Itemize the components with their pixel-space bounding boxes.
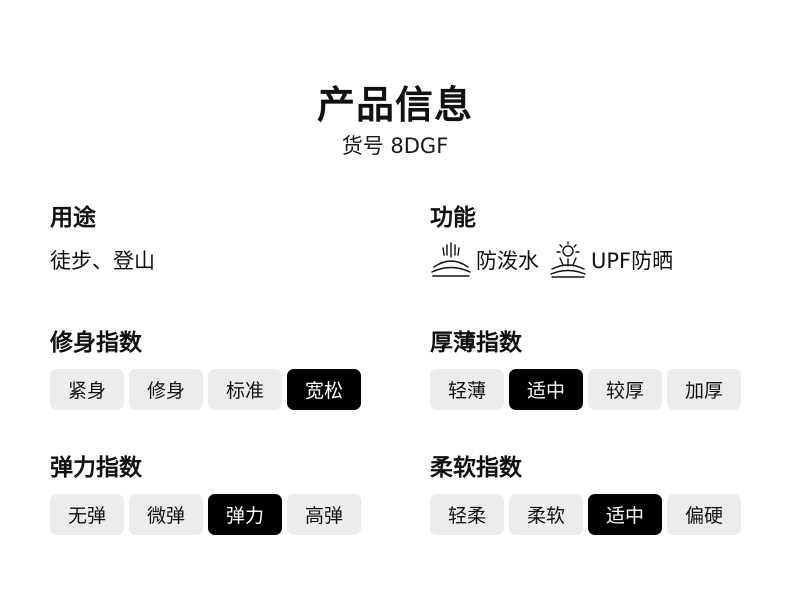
thickness-label: 厚薄指数 <box>430 330 522 356</box>
elasticity-options: 无弹 微弹 弹力 高弹 <box>50 494 366 535</box>
water-repellent-icon <box>431 242 471 277</box>
fit-option[interactable]: 标准 <box>208 369 282 410</box>
thickness-option[interactable]: 较厚 <box>588 369 662 410</box>
thickness-options: 轻薄 适中 较厚 加厚 <box>430 369 746 410</box>
softness-label: 柔软指数 <box>430 455 522 481</box>
elasticity-option[interactable]: 弹力 <box>208 494 282 535</box>
product-code: 货号 8DGF <box>341 134 449 158</box>
softness-options: 轻柔 柔软 适中 偏硬 <box>430 494 746 535</box>
function-features: 防泼水 UPF防晒 <box>430 240 683 280</box>
thickness-option[interactable]: 轻薄 <box>430 369 504 410</box>
fit-options: 紧身 修身 标准 宽松 <box>50 369 366 410</box>
elasticity-option[interactable]: 微弹 <box>129 494 203 535</box>
usage-label: 用途 <box>50 205 96 231</box>
page-title: 产品信息 <box>316 83 473 127</box>
feature-label: UPF防晒 <box>591 249 674 273</box>
fit-option[interactable]: 修身 <box>129 369 203 410</box>
thickness-option[interactable]: 加厚 <box>667 369 741 410</box>
elasticity-option[interactable]: 无弹 <box>50 494 124 535</box>
softness-option[interactable]: 偏硬 <box>667 494 741 535</box>
sun-protection-icon <box>550 241 586 278</box>
softness-option[interactable]: 适中 <box>588 494 662 535</box>
feature-water-repellent: 防泼水 <box>430 241 539 279</box>
softness-option[interactable]: 轻柔 <box>430 494 504 535</box>
feature-sun-protection: UPF防晒 <box>549 241 673 279</box>
function-label: 功能 <box>430 205 476 231</box>
elasticity-label: 弹力指数 <box>50 455 142 481</box>
fit-option[interactable]: 宽松 <box>287 369 361 410</box>
softness-option[interactable]: 柔软 <box>509 494 583 535</box>
fit-option[interactable]: 紧身 <box>50 369 124 410</box>
usage-value: 徒步、登山 <box>50 249 155 273</box>
feature-label: 防泼水 <box>476 249 539 273</box>
fit-label: 修身指数 <box>50 330 142 356</box>
elasticity-option[interactable]: 高弹 <box>287 494 361 535</box>
thickness-option[interactable]: 适中 <box>509 369 583 410</box>
